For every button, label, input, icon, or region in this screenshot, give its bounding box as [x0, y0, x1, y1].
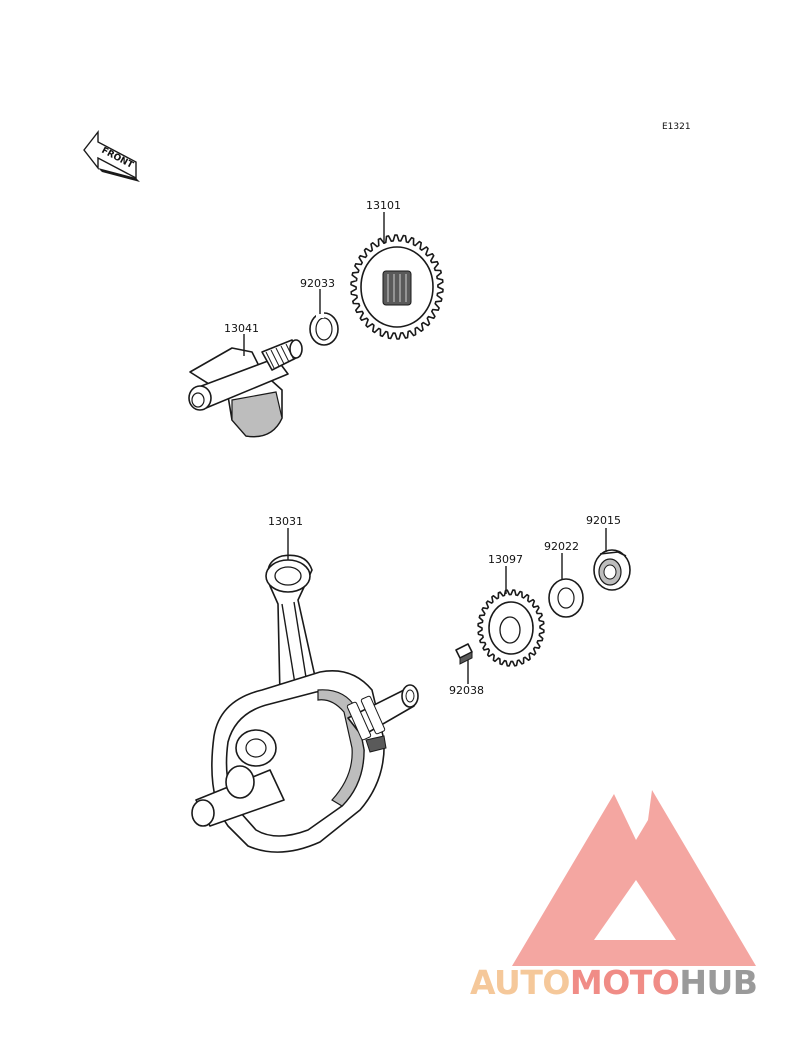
- gear-13097: [477, 589, 545, 667]
- front-arrow-icon: FRONT: [83, 129, 140, 182]
- diagram-reference-code: E1321: [662, 122, 691, 132]
- part-label-13031: 13031: [268, 515, 303, 528]
- balancer-shaft-13041: [188, 339, 303, 438]
- watermark-segment-moto: MOTO: [570, 963, 679, 1002]
- part-label-92033: 92033: [300, 277, 335, 290]
- key-92038: [455, 643, 473, 665]
- nut-92015: [593, 549, 631, 591]
- circlip-92033: [309, 312, 339, 346]
- watermark-segment-auto: AUTO: [470, 963, 570, 1002]
- part-label-92038: 92038: [449, 684, 484, 697]
- gear-13101: [350, 234, 444, 340]
- watermark-wordmark: AUTOMOTOHUB: [470, 963, 757, 1002]
- part-label-13097: 13097: [488, 553, 523, 566]
- watermark-segment-hub: HUB: [679, 963, 757, 1002]
- part-label-13101: 13101: [366, 199, 401, 212]
- part-label-13041: 13041: [224, 322, 259, 335]
- washer-92022: [548, 578, 584, 618]
- crankshaft-13031: [191, 554, 419, 853]
- automotohub-logo-icon: [512, 790, 756, 966]
- part-label-92022: 92022: [544, 540, 579, 553]
- part-label-92015: 92015: [586, 514, 621, 527]
